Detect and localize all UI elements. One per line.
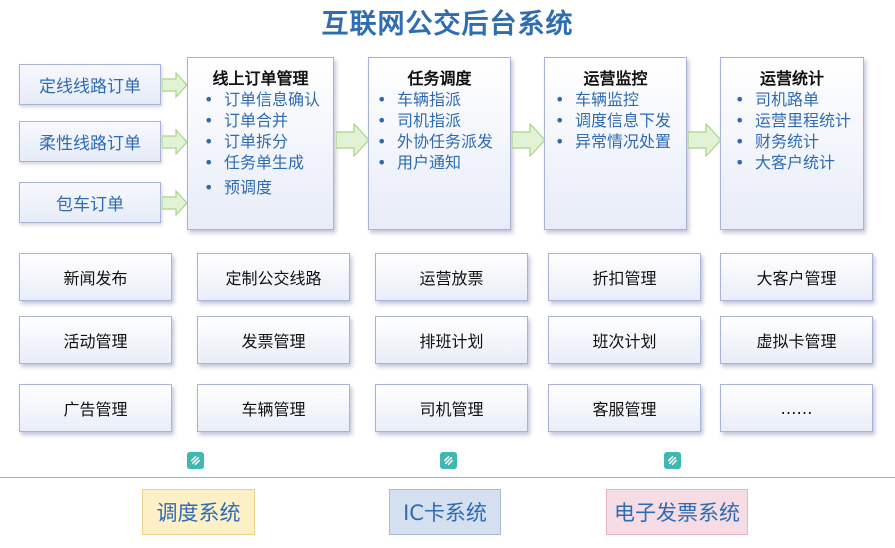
module-shift-plan[interactable]: 排班计划 [375,316,528,364]
stage-item: 大客户统计 [735,152,863,173]
module-label: …… [780,398,813,418]
page-title: 互联网公交后台系统 [321,9,574,40]
system-e-invoice[interactable]: 电子发票系统 [606,489,748,535]
module-label: 活动管理 [63,332,128,351]
module-label: 大客户管理 [756,269,837,288]
module-label: 司机管理 [419,400,484,419]
link-icon [440,452,457,469]
module-label: 广告管理 [63,400,128,419]
stage-title: 线上订单管理 [212,69,309,88]
source-box-fixed-route[interactable]: 定线线路订单 [19,64,161,105]
stage-item: 任务单生成 [204,152,333,173]
source-label: 定线线路订单 [39,77,141,97]
system-ic-card[interactable]: IC卡系统 [389,489,501,535]
stage-item: 司机路单 [735,89,863,110]
module-more[interactable]: …… [720,384,873,432]
arrow-right-icon [162,72,188,98]
divider [0,477,895,478]
module-customer-service[interactable]: 客服管理 [548,384,701,432]
arrow-right-icon [512,123,546,157]
stage-item: 调度信息下发 [555,110,686,131]
module-label: 运营放票 [419,269,484,288]
stage-item: 异常情况处置 [555,131,686,152]
module-label: 新闻发布 [63,269,128,288]
link-icon [187,452,204,469]
stage-task-dispatch[interactable]: 任务调度 车辆指派 司机指派 外协任务派发 用户通知 [368,57,511,230]
module-activity[interactable]: 活动管理 [19,316,172,364]
stage-item: 财务统计 [735,131,863,152]
source-label: 包车订单 [56,195,124,215]
source-box-flexible-route[interactable]: 柔性线路订单 [19,121,161,162]
module-discount[interactable]: 折扣管理 [548,253,701,301]
module-label: 发票管理 [241,332,306,351]
module-custom-route[interactable]: 定制公交线路 [197,253,350,301]
stage-item: 车辆监控 [555,89,686,110]
module-label: 班次计划 [592,332,657,351]
module-invoice[interactable]: 发票管理 [197,316,350,364]
module-virtual-card[interactable]: 虚拟卡管理 [720,316,873,364]
module-label: 虚拟卡管理 [756,332,837,351]
arrow-right-icon [162,190,188,216]
module-ticket-release[interactable]: 运营放票 [375,253,528,301]
module-label: 定制公交线路 [225,269,322,288]
stage-title: 运营监控 [583,69,648,88]
stage-item: 运营里程统计 [735,110,863,131]
system-label: 调度系统 [156,501,241,525]
stage-title: 任务调度 [407,69,472,88]
arrow-right-icon [162,129,188,155]
stage-item: 订单拆分 [204,131,333,152]
system-label: 电子发票系统 [614,501,740,525]
stage-item: 订单合并 [204,110,333,131]
stage-title: 运营统计 [759,69,824,88]
system-label: IC卡系统 [403,501,487,525]
source-box-charter[interactable]: 包车订单 [19,182,161,223]
module-label: 排班计划 [419,332,484,351]
module-label: 折扣管理 [592,269,657,288]
stage-item: 预调度 [204,177,333,198]
system-dispatch[interactable]: 调度系统 [142,489,255,535]
module-label: 车辆管理 [241,400,306,419]
stage-item: 外协任务派发 [377,131,510,152]
source-label: 柔性线路订单 [39,134,141,154]
module-drivers[interactable]: 司机管理 [375,384,528,432]
module-ads[interactable]: 广告管理 [19,384,172,432]
stage-item: 用户通知 [377,152,510,173]
stage-operation-stats[interactable]: 运营统计 司机路单 运营里程统计 财务统计 大客户统计 [720,57,864,230]
module-label: 客服管理 [592,400,657,419]
module-news[interactable]: 新闻发布 [19,253,172,301]
arrow-right-icon [336,123,370,157]
arrow-right-icon [688,123,722,157]
stage-item: 订单信息确认 [204,89,333,110]
module-key-account[interactable]: 大客户管理 [720,253,873,301]
stage-item: 车辆指派 [377,89,510,110]
stage-online-orders[interactable]: 线上订单管理 订单信息确认 订单合并 订单拆分 任务单生成 预调度 [187,57,334,230]
stage-operation-monitor[interactable]: 运营监控 车辆监控 调度信息下发 异常情况处置 [544,57,687,230]
module-vehicles[interactable]: 车辆管理 [197,384,350,432]
link-icon [664,452,681,469]
stage-item: 司机指派 [377,110,510,131]
module-trip-plan[interactable]: 班次计划 [548,316,701,364]
